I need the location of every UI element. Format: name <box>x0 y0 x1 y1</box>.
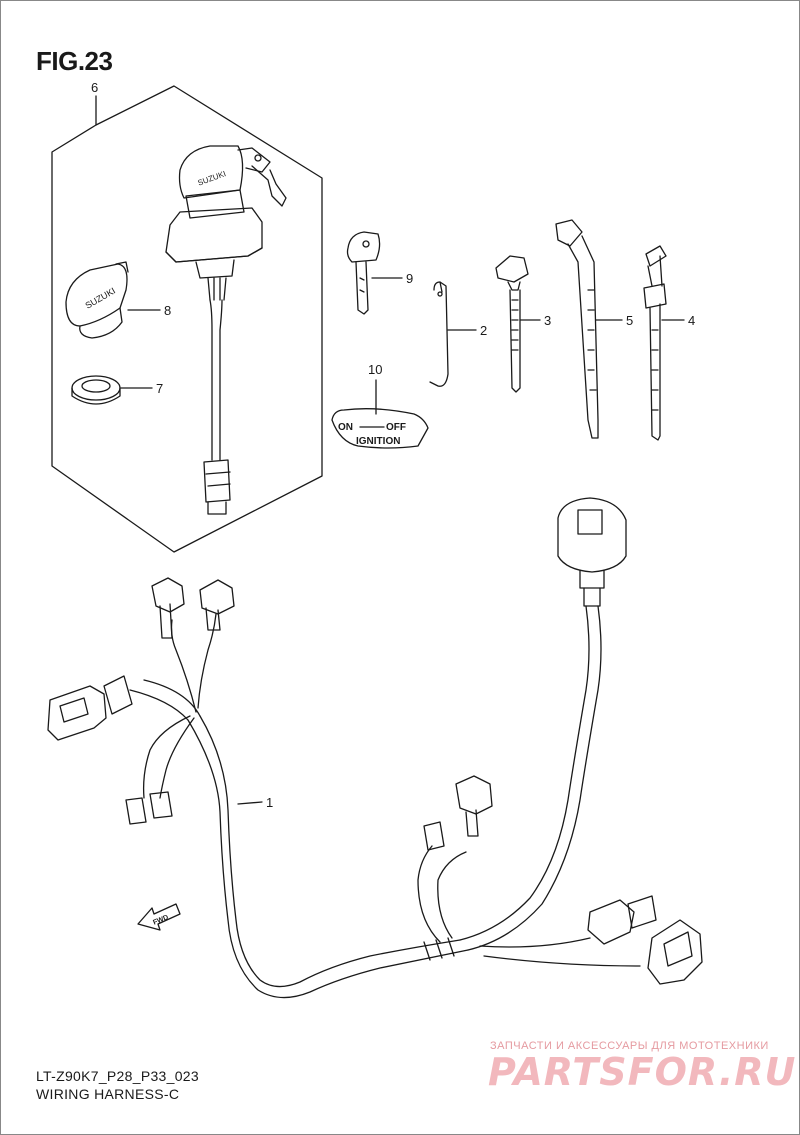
switch-brand-text: SUZUKI <box>196 169 227 187</box>
callout-7: 7 <box>156 381 164 396</box>
figure-code: LT-Z90K7_P28_P33_023 <box>36 1068 199 1084</box>
figure-title: FIG.23 <box>36 46 113 76</box>
callout-2: 2 <box>480 323 488 338</box>
ignition-switch: SUZUKI <box>165 145 287 515</box>
plate-on-text: ON <box>338 422 353 433</box>
callout-9: 9 <box>406 271 414 286</box>
plate-ignition-text: IGNITION <box>356 436 400 447</box>
switch-cap: SUZUKI <box>65 261 129 339</box>
callout-8: 8 <box>164 303 172 318</box>
ignition-switch-kit-bracket <box>51 85 323 553</box>
key <box>346 231 381 315</box>
cable-tie-mount <box>643 245 667 441</box>
cable-tie-small <box>495 255 529 393</box>
callout-5: 5 <box>626 313 634 328</box>
callout-1: 1 <box>266 795 274 810</box>
plate-off-text: OFF <box>386 422 406 433</box>
ignition-label-plate: ON OFF IGNITION <box>331 408 429 449</box>
wiring-harness <box>47 497 703 999</box>
clamp <box>429 281 449 387</box>
fwd-arrow: FWD <box>137 903 181 931</box>
callout-10: 10 <box>368 362 383 377</box>
cap-brand-text: SUZUKI <box>83 286 117 311</box>
cable-tie-long <box>555 219 599 439</box>
callout-6: 6 <box>91 80 99 95</box>
callout-4: 4 <box>688 313 696 328</box>
lock-nut <box>71 375 121 405</box>
watermark-tagline: ЗАПЧАСТИ И АКСЕССУАРЫ ДЛЯ МОТОТЕХНИКИ <box>490 1040 769 1052</box>
callout-3: 3 <box>544 313 552 328</box>
watermark-logo: PARTSFOR.RU <box>488 1050 797 1094</box>
figure-name: WIRING HARNESS-C <box>36 1086 180 1102</box>
leader-1 <box>237 801 263 805</box>
